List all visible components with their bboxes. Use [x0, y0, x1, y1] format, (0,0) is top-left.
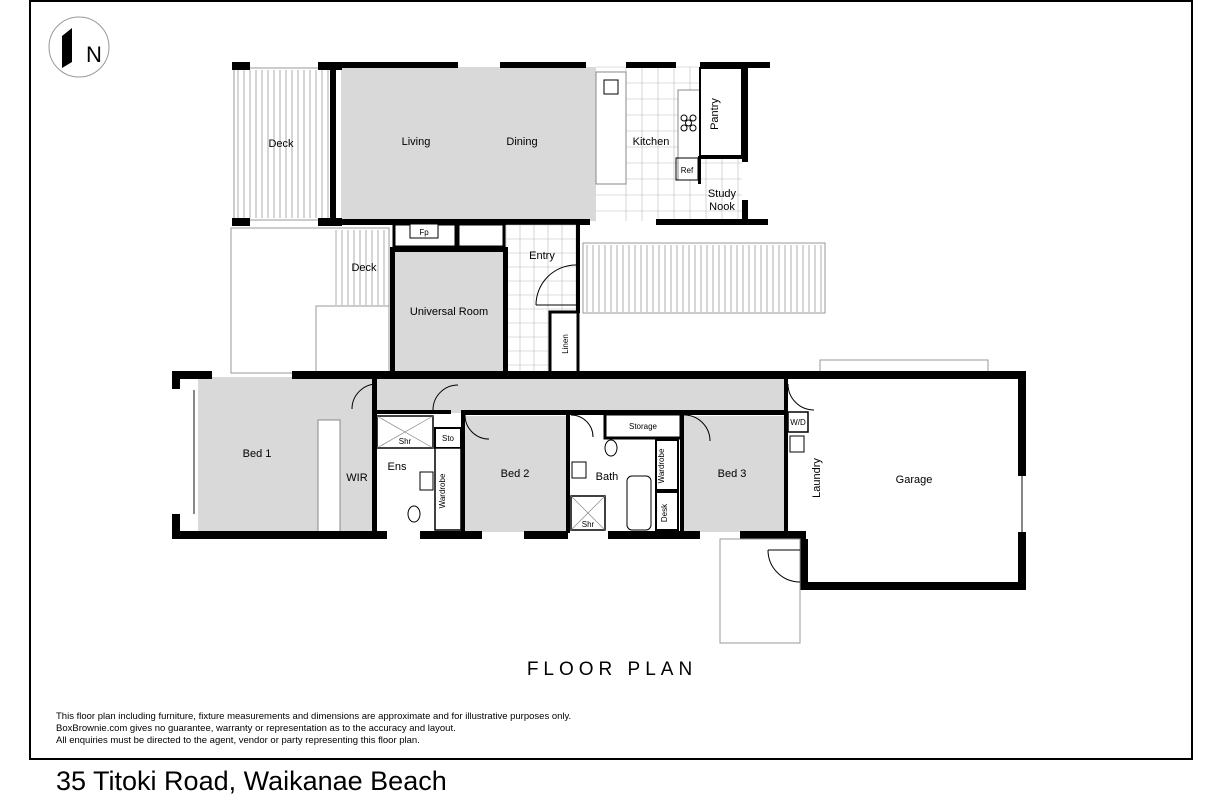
wir-partition [317, 419, 341, 533]
hallway-floor [376, 377, 786, 413]
room-labels: Deck Living Dining Kitchen Pantry Ref St… [243, 98, 933, 529]
label-shr-ens: Shr [399, 437, 412, 446]
label-wir: WIR [346, 472, 367, 484]
cooktop-icon [680, 114, 697, 132]
compass-letter: N [86, 42, 102, 67]
bath-wardrobe [655, 439, 679, 491]
disclaimer-line-3: All enquiries must be directed to the ag… [56, 735, 420, 746]
ensuite-basin-icon [419, 471, 434, 491]
laundry-tub-icon [789, 435, 805, 453]
back-porch [719, 538, 801, 644]
label-laundry: Laundry [811, 458, 823, 498]
north-compass-icon: N [48, 16, 110, 78]
kitchen-bench [595, 71, 627, 185]
label-wd: W/D [790, 418, 806, 427]
label-bath: Bath [596, 471, 619, 483]
label-dining: Dining [506, 136, 537, 148]
pantry-box [699, 67, 743, 157]
bed1-floor [198, 377, 376, 532]
label-entry: Entry [529, 250, 555, 262]
entry-door-swing [535, 264, 577, 306]
label-linen: Linen [561, 334, 570, 354]
label-shr-bath: Shr [582, 520, 595, 529]
label-study-2: Nook [709, 201, 735, 213]
label-bed2: Bed 2 [501, 468, 530, 480]
floor-plan-title: FLOOR PLAN [527, 659, 697, 680]
label-wardrobe-ens: Wardrobe [438, 473, 447, 508]
living-dining-floor [341, 67, 596, 221]
label-deck-north: Deck [268, 138, 294, 150]
label-pantry: Pantry [709, 98, 721, 130]
ensuite-wardrobe [434, 447, 462, 531]
washer-dryer-box [787, 411, 809, 433]
bathtub-icon [626, 475, 652, 531]
sheet-border [29, 0, 1193, 760]
kitchen-sink-icon [603, 79, 619, 95]
label-deck-side: Deck [351, 262, 377, 274]
deck-side [230, 227, 390, 374]
deck-north [233, 67, 332, 221]
lower-wing [172, 359, 1026, 644]
universal-room-floor [394, 250, 504, 372]
label-ref: Ref [681, 166, 694, 175]
deck-front [582, 242, 826, 314]
desk-box [655, 491, 679, 531]
upper-wing [230, 62, 826, 376]
storage-cupboard [603, 412, 683, 440]
disclaimer: This floor plan including furniture, fix… [56, 711, 571, 746]
bed3-floor [684, 416, 784, 532]
label-kitchen: Kitchen [633, 136, 670, 148]
label-study-1: Study [708, 188, 737, 200]
label-garage: Garage [896, 474, 933, 486]
label-bed1: Bed 1 [243, 448, 272, 460]
disclaimer-line-2: BoxBrownie.com gives no guarantee, warra… [56, 723, 456, 734]
bath-basin-icon [571, 461, 587, 479]
label-wardrobe-bath: Wardrobe [657, 448, 666, 483]
label-desk: Desk [660, 503, 669, 522]
label-storage: Storage [629, 422, 658, 431]
label-fp: Fp [419, 228, 429, 237]
label-sto: Sto [442, 434, 455, 443]
disclaimer-line-1: This floor plan including furniture, fix… [56, 711, 571, 722]
bath-toilet-icon [604, 439, 618, 457]
ensuite-toilet-icon [407, 505, 421, 523]
label-bed3: Bed 3 [718, 468, 747, 480]
label-universal-room: Universal Room [410, 306, 488, 318]
property-address: 35 Titoki Road, Waikanae Beach [56, 766, 447, 796]
label-living: Living [402, 136, 431, 148]
bed2-floor [464, 416, 568, 532]
label-ens: Ens [388, 461, 407, 473]
